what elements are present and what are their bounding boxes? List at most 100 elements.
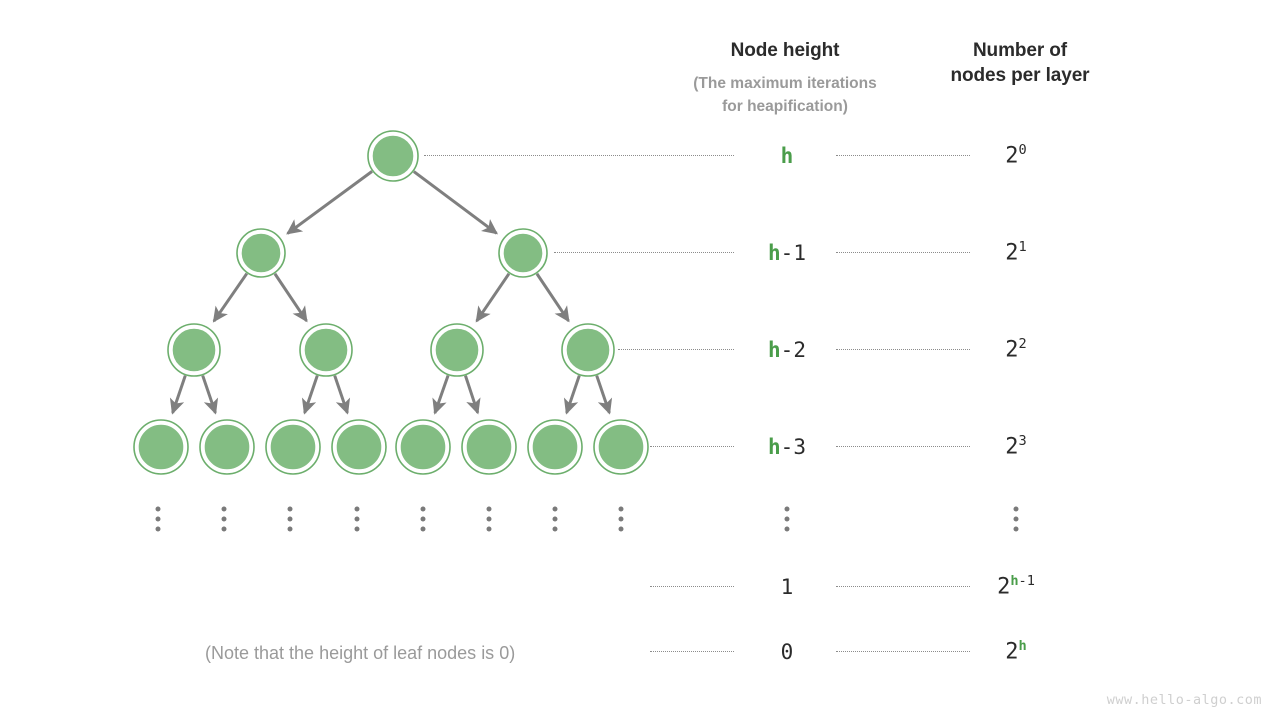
node-height-value: 0 [781, 640, 794, 664]
count-exponent: 3 [1019, 433, 1027, 449]
node-disc [564, 326, 612, 374]
exponent-offset: 1 [1018, 239, 1027, 256]
exponent-offset: -1 [1018, 573, 1035, 590]
node-height-value: h [781, 144, 794, 168]
nodes-per-layer-line-1: Number of [972, 40, 1068, 61]
dotted-connector-height-to-count [836, 349, 970, 351]
tree-edge [273, 272, 308, 323]
node-outer-ring [331, 419, 387, 475]
exponent-symbol-h: h [1010, 573, 1019, 590]
node-disc [334, 422, 384, 472]
column-header-nodes-per-layer: Number of nodes per layer [900, 38, 1140, 88]
tree-node[interactable] [199, 419, 255, 475]
nodes-per-layer-value: 2h-1 [997, 573, 1035, 599]
leaf-height-note: (Note that the height of leaf nodes is 0… [205, 643, 516, 663]
node-disc [239, 231, 283, 275]
dotted-connector-tree-to-height [618, 349, 734, 351]
tree-edge [212, 272, 249, 323]
nodes-per-layer-value: 2h [1005, 639, 1026, 665]
height-symbol-h: h [780, 144, 794, 168]
node-outer-ring [367, 130, 419, 182]
node-disc [596, 422, 646, 472]
count-base: 2 [1005, 434, 1019, 460]
tree-edges [169, 170, 613, 415]
height-symbol-h: h [768, 241, 781, 265]
node-height-value: h-1 [768, 241, 806, 265]
tree-edge [333, 375, 351, 415]
tree-edge [286, 170, 373, 235]
count-exponent: 0 [1019, 142, 1027, 158]
dotted-connector-tree-to-height [650, 446, 734, 448]
node-outer-ring [593, 419, 649, 475]
count-base: 2 [1005, 639, 1019, 665]
tree-edge [595, 375, 613, 415]
node-disc [464, 422, 514, 472]
tree-node[interactable] [236, 228, 286, 278]
node-outer-ring [265, 419, 321, 475]
node-outer-ring [461, 419, 517, 475]
tree-node[interactable] [461, 419, 517, 475]
height-offset: -3 [780, 435, 806, 459]
nodes-per-layer-line-2: nodes per layer [950, 65, 1090, 86]
vertical-ellipsis-icon [354, 506, 360, 532]
node-outer-ring [133, 419, 189, 475]
nodes-per-layer-value: 21 [1005, 239, 1027, 266]
column-subheader-node-height: (The maximum iterations for heapificatio… [640, 72, 930, 118]
tree-node[interactable] [527, 419, 583, 475]
tree-node[interactable] [593, 419, 649, 475]
node-height-value: 1 [781, 575, 794, 599]
dotted-connector-tree-to-height [650, 586, 734, 588]
node-disc [370, 133, 416, 179]
count-base: 2 [1005, 240, 1019, 266]
vertical-ellipsis-icon [486, 506, 492, 532]
vertical-ellipsis-icon [1013, 506, 1019, 532]
tree-node[interactable] [299, 323, 353, 377]
height-offset: 0 [780, 640, 794, 664]
node-outer-ring [527, 419, 583, 475]
nodes-per-layer-value: 23 [1005, 433, 1027, 460]
vertical-ellipsis-icon [784, 506, 790, 532]
count-base: 2 [1005, 143, 1019, 169]
tree-node[interactable] [331, 419, 387, 475]
dotted-connector-height-to-count [836, 155, 970, 157]
dotted-connector-tree-to-height [554, 252, 734, 254]
vertical-ellipsis-icon [552, 506, 558, 532]
nodes-per-layer-value: 20 [1005, 142, 1027, 169]
height-symbol-h: h [768, 338, 781, 362]
vertical-ellipsis-icon [287, 506, 293, 532]
node-disc [268, 422, 318, 472]
dotted-connector-height-to-count [836, 446, 970, 448]
dotted-connector-height-to-count [836, 586, 970, 588]
nodes-per-layer-value: 22 [1005, 336, 1027, 363]
dotted-connector-height-to-count [836, 252, 970, 254]
count-base: 2 [1005, 337, 1019, 363]
height-offset: 1 [780, 575, 794, 599]
count-exponent: h-1 [1010, 573, 1035, 589]
tree-node[interactable] [498, 228, 548, 278]
tree-node[interactable] [167, 323, 221, 377]
tree-node[interactable] [133, 419, 189, 475]
vertical-ellipsis-icon [420, 506, 426, 532]
tree-edge [301, 375, 319, 415]
watermark: www.hello-algo.com [1106, 692, 1262, 708]
dotted-connector-tree-to-height [424, 155, 734, 157]
tree-node[interactable] [395, 419, 451, 475]
tree-edge [464, 375, 481, 415]
tree-node[interactable] [561, 323, 615, 377]
vertical-ellipsis-icon [221, 506, 227, 532]
tree-node[interactable] [367, 130, 419, 182]
tree-nodes [133, 130, 649, 475]
vertical-ellipsis-icon [155, 506, 161, 532]
node-outer-ring [430, 323, 484, 377]
node-disc [530, 422, 580, 472]
tree-edge [201, 375, 219, 415]
tree-edge [432, 374, 450, 415]
node-height-value: h-3 [768, 435, 806, 459]
node-disc [136, 422, 186, 472]
tree-node[interactable] [265, 419, 321, 475]
count-exponent: 2 [1019, 336, 1027, 352]
tree-edge [169, 375, 187, 415]
node-outer-ring [395, 419, 451, 475]
tree-node[interactable] [430, 323, 484, 377]
height-offset: -1 [780, 241, 806, 265]
